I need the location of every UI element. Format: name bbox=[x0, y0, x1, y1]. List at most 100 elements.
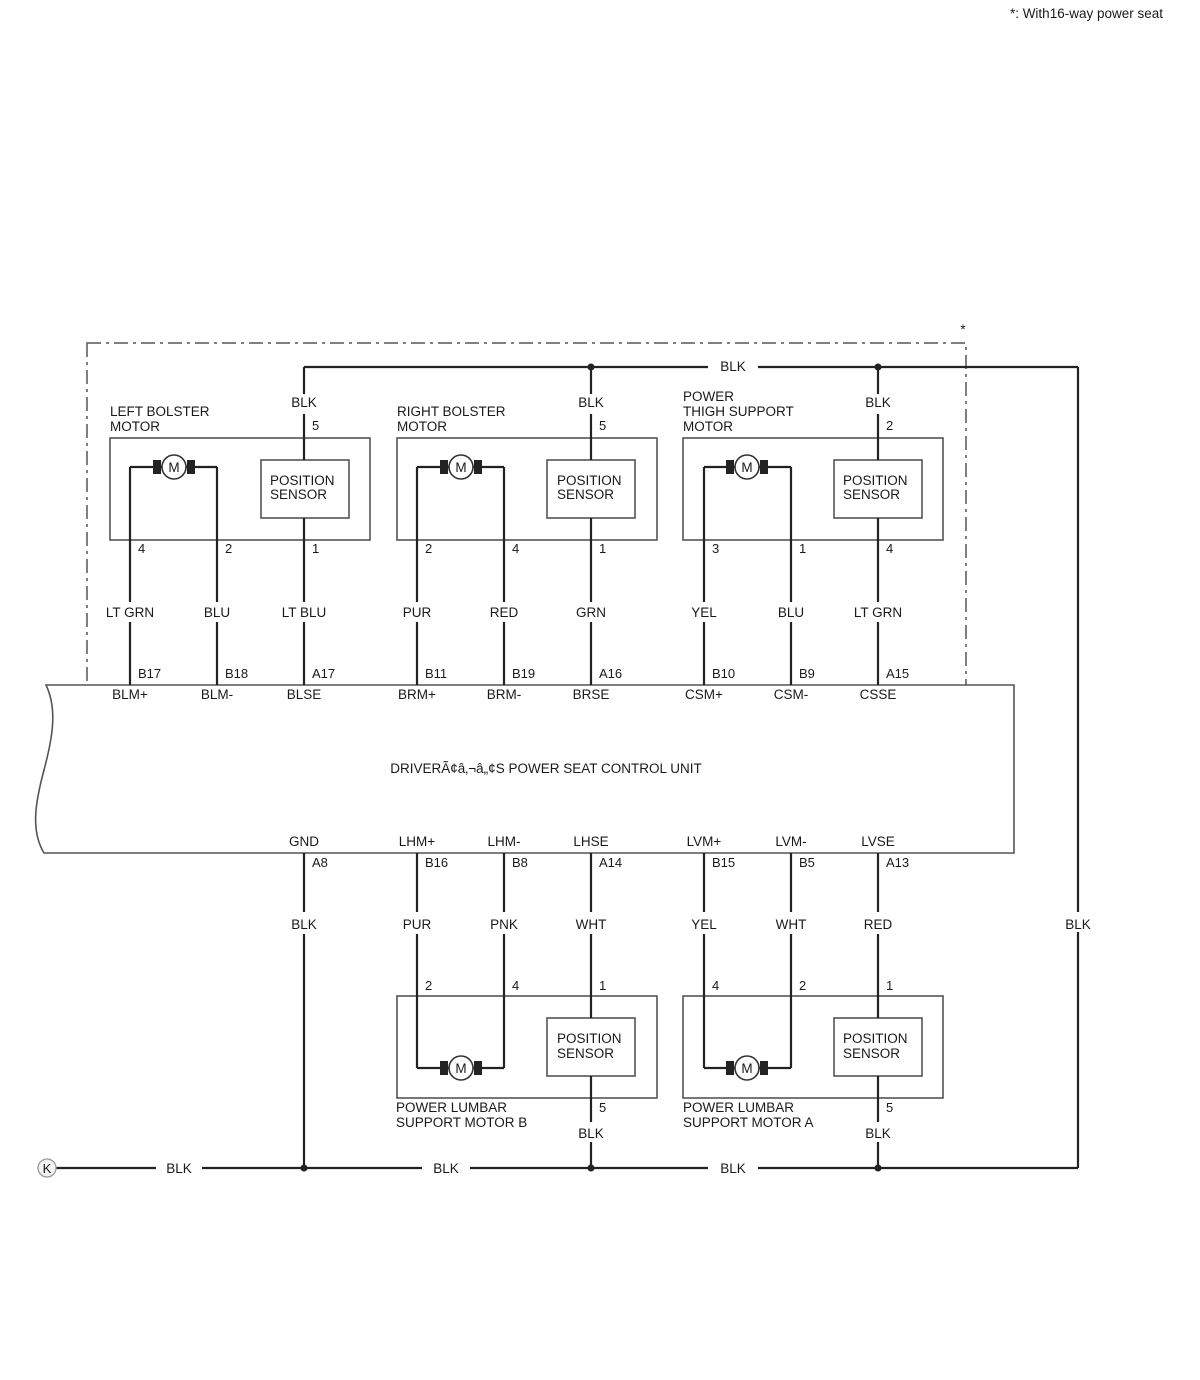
wire-pin: 2 bbox=[425, 978, 432, 993]
wire-pin: 1 bbox=[886, 978, 893, 993]
feed-color: BLK bbox=[578, 395, 604, 410]
wire-color: PNK bbox=[490, 917, 518, 932]
motor-name: POWER LUMBAR SUPPORT MOTOR A bbox=[683, 1100, 814, 1130]
sensor-line: SENSOR bbox=[843, 487, 900, 502]
position-sensor-label: POSITION SENSOR bbox=[843, 473, 911, 502]
sensor-line: POSITION bbox=[843, 1031, 908, 1046]
terminal-name: CSM- bbox=[774, 687, 809, 702]
ground-bus-color-2: BLK bbox=[433, 1161, 459, 1176]
wire-color: BLU bbox=[778, 605, 804, 620]
position-sensor-label: POSITION SENSOR bbox=[843, 1031, 911, 1061]
connector-id: B17 bbox=[138, 666, 161, 681]
connector-id: A16 bbox=[599, 666, 622, 681]
motor-m-label: M bbox=[741, 1061, 752, 1076]
wire-color: BLU bbox=[204, 605, 230, 620]
control-unit-body bbox=[34, 684, 1015, 854]
sensor-line: POSITION bbox=[557, 473, 622, 488]
wire-pin: 2 bbox=[225, 541, 232, 556]
motor-name: POWER THIGH SUPPORT MOTOR bbox=[683, 389, 797, 434]
motor-m-label: M bbox=[741, 460, 752, 475]
wire-pin: 2 bbox=[799, 978, 806, 993]
connector-id: B10 bbox=[712, 666, 735, 681]
terminal-name: BRM+ bbox=[398, 687, 436, 702]
motor-m-label: M bbox=[168, 460, 179, 475]
lumbar-motor-a: POWER LUMBAR SUPPORT MOTOR A POSITION SE… bbox=[682, 834, 944, 1168]
option-asterisk: * bbox=[960, 322, 966, 337]
sensor-line: POSITION bbox=[843, 473, 908, 488]
connector-id: A13 bbox=[886, 855, 909, 870]
wire-color: LT GRN bbox=[106, 605, 154, 620]
wire-color: GRN bbox=[576, 605, 606, 620]
wire-color: LT GRN bbox=[854, 605, 902, 620]
ground-point-k: K bbox=[37, 1158, 57, 1178]
motor-housing bbox=[682, 995, 944, 1099]
terminal-name: CSSE bbox=[860, 687, 897, 702]
connector-id: B19 bbox=[512, 666, 535, 681]
sensor-line: SENSOR bbox=[557, 487, 614, 502]
wire-pin: 4 bbox=[886, 541, 893, 556]
ground-pin: 5 bbox=[886, 1100, 893, 1115]
motor-housing bbox=[396, 995, 658, 1099]
wire-pin: 4 bbox=[712, 978, 719, 993]
terminal-name: BLM+ bbox=[112, 687, 148, 702]
wire-color: PUR bbox=[403, 605, 432, 620]
sensor-line: SENSOR bbox=[557, 1046, 614, 1061]
thigh-support-motor: POWER THIGH SUPPORT MOTOR POSITION SENSO… bbox=[682, 367, 944, 702]
terminal-name: CSM+ bbox=[685, 687, 723, 702]
motor-name: POWER LUMBAR SUPPORT MOTOR B bbox=[396, 1100, 527, 1130]
motor-name-line: MOTOR bbox=[397, 419, 447, 434]
left-bolster-motor: LEFT BOLSTER MOTOR POSITION SENSOR M BLK… bbox=[106, 367, 371, 702]
sensor-line: POSITION bbox=[557, 1031, 622, 1046]
terminal-name: BRM- bbox=[487, 687, 522, 702]
lumbar-motor-b: POWER LUMBAR SUPPORT MOTOR B POSITION SE… bbox=[396, 834, 658, 1168]
feed-color: BLK bbox=[291, 395, 317, 410]
terminal-name: LVM- bbox=[775, 834, 806, 849]
wire-color: WHT bbox=[576, 917, 607, 932]
wire-pin: 2 bbox=[425, 541, 432, 556]
motor-housing bbox=[682, 437, 944, 541]
ground-pin: 5 bbox=[599, 1100, 606, 1115]
wire-pin: 4 bbox=[512, 541, 519, 556]
motor-name-line: MOTOR bbox=[683, 419, 733, 434]
connector-id: B8 bbox=[512, 855, 528, 870]
connector-id: B15 bbox=[712, 855, 735, 870]
wire-pin: 1 bbox=[312, 541, 319, 556]
ground-bus-color-3: BLK bbox=[720, 1161, 746, 1176]
gnd-color: BLK bbox=[291, 917, 317, 932]
connector-id: A15 bbox=[886, 666, 909, 681]
terminal-name: BLM- bbox=[201, 687, 233, 702]
motor-name-line: POWER bbox=[683, 389, 734, 404]
motor-symbol: M bbox=[704, 1055, 791, 1081]
position-sensor-label: POSITION SENSOR bbox=[557, 473, 625, 502]
ground-color: BLK bbox=[578, 1126, 604, 1141]
wire-color: RED bbox=[490, 605, 519, 620]
connector-id: B9 bbox=[799, 666, 815, 681]
ground-bus: BLK BLK BLK bbox=[56, 1161, 1078, 1176]
gnd-wire: GND A8 BLK bbox=[289, 834, 328, 1168]
connector-id: B18 bbox=[225, 666, 248, 681]
motor-name-line: MOTOR bbox=[110, 419, 160, 434]
top-blk-bus: BLK bbox=[304, 359, 1078, 374]
sensor-line: POSITION bbox=[270, 473, 335, 488]
sensor-line: SENSOR bbox=[270, 487, 327, 502]
ground-bus-color-1: BLK bbox=[166, 1161, 192, 1176]
motor-housing bbox=[109, 437, 371, 541]
motor-name-line: POWER LUMBAR bbox=[683, 1100, 794, 1115]
terminal-name: LVSE bbox=[861, 834, 895, 849]
wire-color: LT BLU bbox=[282, 605, 327, 620]
motor-m-label: M bbox=[455, 460, 466, 475]
position-sensor-label: POSITION SENSOR bbox=[557, 1031, 625, 1061]
connector-id: A14 bbox=[599, 855, 622, 870]
ground-color: BLK bbox=[865, 1126, 891, 1141]
motor-name-line: THIGH SUPPORT bbox=[683, 404, 794, 419]
feed-pin: 2 bbox=[886, 418, 893, 433]
motor-name-line: SUPPORT MOTOR B bbox=[396, 1115, 527, 1130]
motor-symbol: M bbox=[417, 454, 504, 480]
top-bus-color: BLK bbox=[720, 359, 746, 374]
terminal-name: LVM+ bbox=[687, 834, 722, 849]
terminal-name: BLSE bbox=[287, 687, 322, 702]
footnote: *: With16-way power seat bbox=[1010, 6, 1163, 21]
connector-id: B16 bbox=[425, 855, 448, 870]
motor-m-label: M bbox=[455, 1061, 466, 1076]
